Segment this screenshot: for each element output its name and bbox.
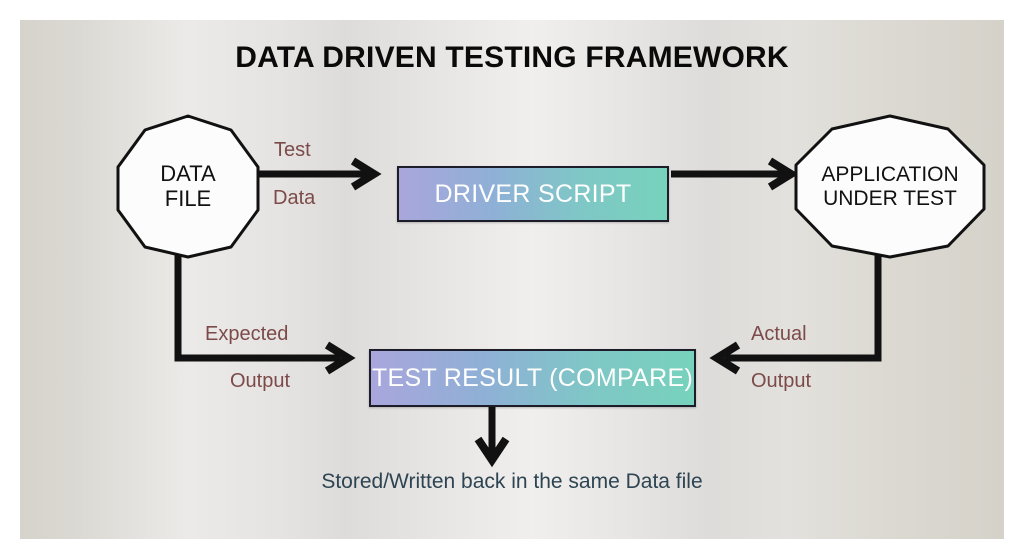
node-test-result-label: TEST RESULT (COMPARE)	[371, 363, 694, 392]
node-aut-label-line1: APPLICATION	[821, 162, 959, 186]
decagon-shape	[116, 114, 260, 259]
edge-label-actual: Actual	[751, 323, 807, 345]
decagon-shape	[794, 114, 986, 259]
node-application-under-test[interactable]: APPLICATION UNDER TEST	[788, 113, 992, 260]
edge-label-actual-output: Output	[751, 370, 812, 392]
edge-label-test: Test	[274, 139, 311, 161]
node-aut-label: APPLICATION UNDER TEST	[788, 113, 992, 260]
edge-label-data: Data	[273, 187, 316, 209]
node-data-file-label: DATA FILE	[115, 113, 261, 260]
edge-driver-script-to-aut	[671, 157, 799, 191]
diagram-canvas: DATA DRIVEN TESTING FRAMEWORK	[20, 20, 1004, 539]
edge-label-expected: Expected	[205, 323, 289, 345]
node-data-file[interactable]: DATA FILE	[115, 113, 261, 260]
node-data-file-label-line1: DATA	[160, 160, 216, 186]
diagram-title: DATA DRIVEN TESTING FRAMEWORK	[235, 41, 789, 74]
node-test-result-compare[interactable]: TEST RESULT (COMPARE)	[369, 349, 696, 407]
node-driver-script-label: DRIVER SCRIPT	[434, 179, 632, 208]
diagram-caption: Stored/Written back in the same Data fil…	[321, 470, 703, 493]
edge-label-expected-output: Output	[230, 370, 291, 392]
node-aut-label-line2: UNDER TEST	[823, 186, 957, 210]
node-driver-script[interactable]: DRIVER SCRIPT	[397, 166, 669, 222]
edge-data-file-to-driver-script	[255, 157, 382, 191]
connector-layer	[174, 157, 882, 468]
node-data-file-label-line2: FILE	[164, 185, 212, 211]
